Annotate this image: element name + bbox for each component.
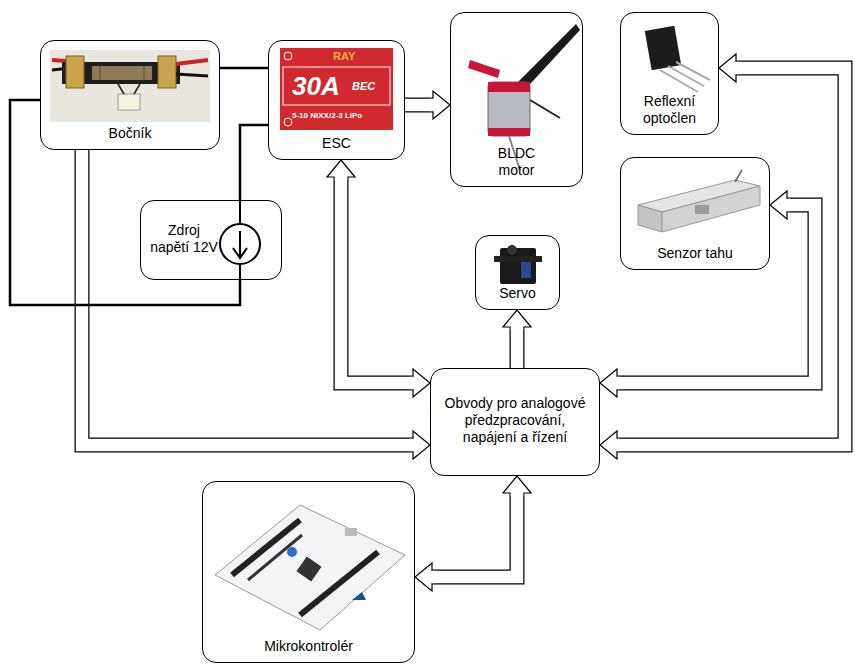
optocoupler-picture [645, 26, 710, 92]
component-box: Zdroj napětí 12V [140, 200, 282, 280]
block-arrow [327, 160, 430, 397]
block-arrow [600, 191, 815, 397]
power-wire [10, 100, 240, 305]
board-picture [215, 505, 405, 630]
block-arrow [600, 54, 845, 459]
box-label: Obvody pro analogové předzpracování, nap… [437, 395, 593, 446]
servo-picture [494, 245, 542, 284]
component-box: Bočník [40, 40, 220, 150]
sticker-text: RAY [333, 50, 355, 63]
box-label: Mikrokontrolér [264, 638, 353, 655]
box-label: Senzor tahu [657, 245, 733, 262]
component-box: BLDC motor [450, 12, 583, 187]
box-label: Zdroj napětí 12V [147, 222, 221, 256]
sticker-text: 30A [292, 72, 340, 100]
load-cell-picture [638, 170, 760, 232]
power-wire [240, 125, 268, 200]
block-arrow [405, 91, 450, 119]
sticker-text: BEC [352, 80, 375, 93]
component-box: Reflexní optočlen [620, 12, 719, 135]
power-wire [220, 68, 268, 69]
block-arrow [503, 310, 531, 368]
shunt-picture [50, 50, 210, 122]
box-label: Servo [499, 285, 536, 302]
component-box: Mikrokontrolér [202, 481, 415, 663]
box-label: ESC [322, 135, 351, 152]
box-label: Reflexní optočlen [627, 93, 712, 127]
component-box: Senzor tahu [620, 157, 770, 270]
component-box: Obvody pro analogové předzpracování, nap… [430, 368, 600, 476]
box-label: Bočník [109, 125, 152, 142]
component-box: Servo [475, 235, 560, 310]
box-label: BLDC motor [487, 145, 547, 179]
sticker-text: 5-10 NiXX/2-3 LiPo [292, 111, 362, 121]
current-source-symbol [220, 200, 260, 280]
block-arrow [415, 476, 531, 591]
esc-picture [280, 48, 393, 130]
